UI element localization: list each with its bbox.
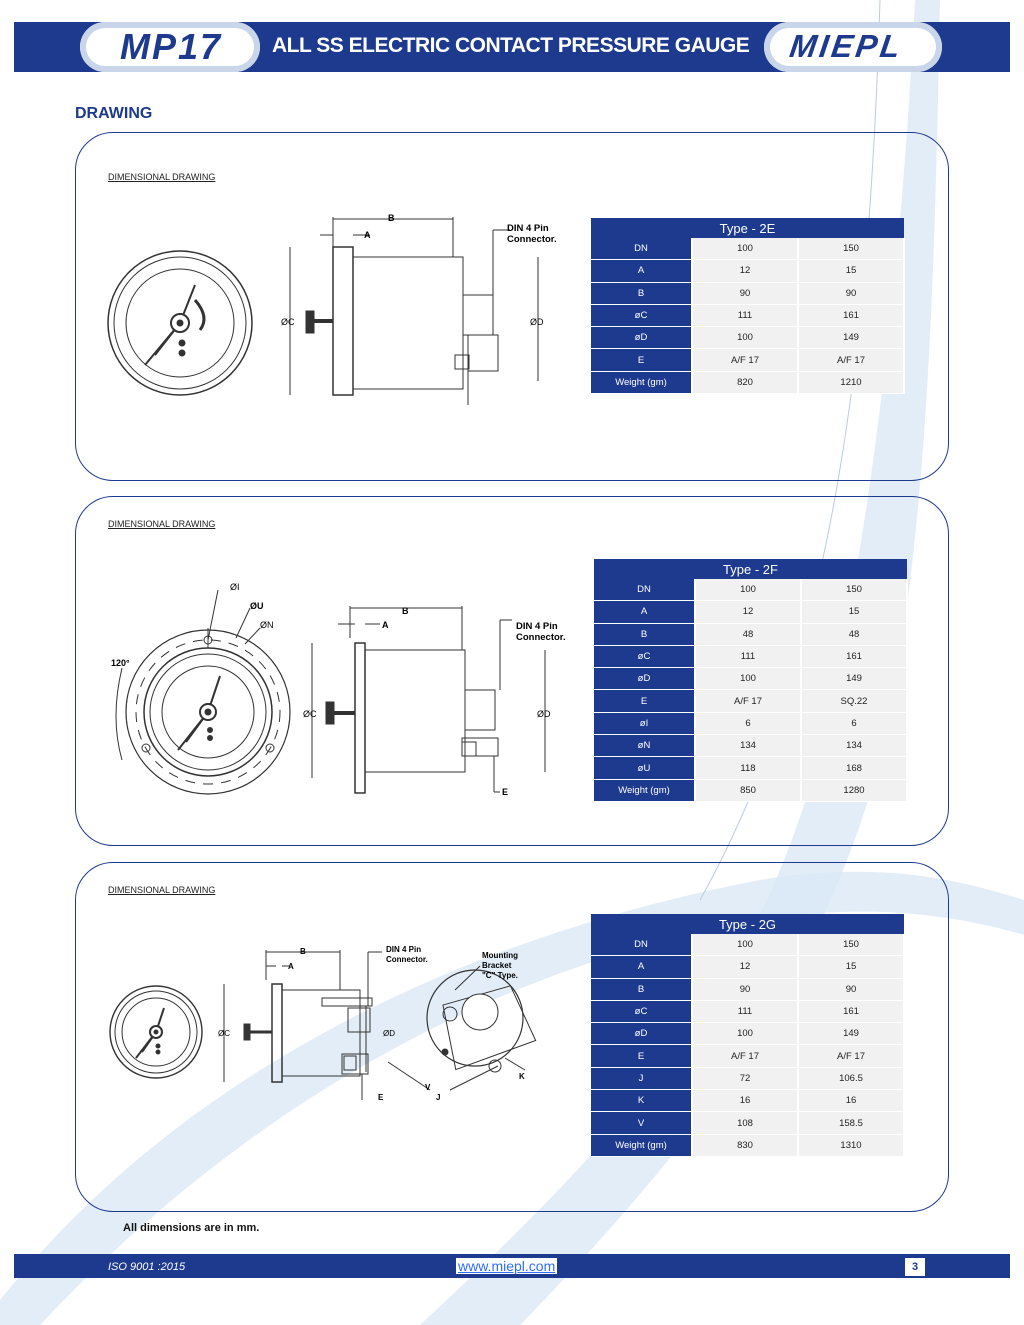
drawing-panel-2f <box>75 496 949 846</box>
panel-label: DIMENSIONAL DRAWING <box>108 519 216 529</box>
callout-u: ØU <box>250 601 264 611</box>
callout-c: ØC <box>281 317 295 327</box>
callout-c: ØC <box>303 709 317 719</box>
connector-label-2: Connector. <box>386 955 428 964</box>
connector-label-1: DIN 4 Pin <box>507 223 549 234</box>
bracket-label-1: Mounting <box>482 951 518 960</box>
callout-d: ØD <box>530 317 544 327</box>
page-number: 3 <box>905 1258 925 1276</box>
callout-d: ØD <box>383 1029 395 1038</box>
gauge-side-view-flanged <box>311 606 546 794</box>
callout-e: E <box>378 1093 384 1102</box>
gauge-side-view-bracket <box>223 950 382 1100</box>
gauge-front-view <box>107 250 253 396</box>
panel-label: DIMENSIONAL DRAWING <box>108 172 216 182</box>
drawing-panel-2e <box>75 132 949 481</box>
callout-d: ØD <box>537 709 551 719</box>
connector-label-1: DIN 4 Pin <box>516 621 558 632</box>
gauge-side-view <box>289 217 539 405</box>
panel-label: DIMENSIONAL DRAWING <box>108 885 216 895</box>
callout-e: E <box>502 787 508 797</box>
callout-b: B <box>402 606 409 616</box>
connector-label-1: DIN 4 Pin <box>386 945 421 954</box>
callout-b: B <box>300 947 306 956</box>
bracket-label-2: Bracket <box>482 961 512 970</box>
website-link[interactable]: www.miepl.com <box>456 1258 558 1274</box>
callout-n: ØN <box>260 620 274 630</box>
page-title: ALL SS ELECTRIC CONTACT PRESSURE GAUGE <box>272 34 750 57</box>
gauge-front-view-flanged <box>115 589 291 795</box>
table-title: Type - 2E <box>591 218 904 238</box>
model-code: MP17 <box>120 26 223 67</box>
mounting-bracket-view <box>387 965 537 1091</box>
iso-certification: ISO 9001 :2015 <box>108 1261 186 1273</box>
callout-v: V <box>425 1083 431 1092</box>
callout-c: ØC <box>218 1029 230 1038</box>
company-logo: MIEPL <box>787 28 906 64</box>
logo-badge <box>764 22 942 72</box>
callout-a: A <box>382 620 389 630</box>
connector-label-2: Connector. <box>507 234 557 245</box>
drawing-panel-2g <box>75 862 949 1212</box>
callout-i: ØI <box>230 582 240 592</box>
dimensional-drawing-2e: B A ØC ØD DIN 4 Pin Connector. <box>107 213 557 405</box>
dimensional-drawing-2g: B A ØC ØD E J K V DIN 4 Pin Connector. M… <box>109 945 537 1102</box>
table-title: Type - 2F <box>594 559 907 579</box>
connector-label-2: Connector. <box>516 632 566 643</box>
model-badge <box>80 22 260 72</box>
table-title: Type - 2G <box>591 914 904 934</box>
callout-b: B <box>388 213 395 223</box>
units-note: All dimensions are in mm. <box>123 1222 260 1234</box>
section-title: DRAWING <box>75 105 153 122</box>
callout-angle: 120° <box>111 658 130 668</box>
callout-a: A <box>364 230 371 240</box>
callout-j: J <box>436 1093 440 1102</box>
gauge-front-view <box>109 985 203 1079</box>
bracket-label-3: "C" Type. <box>482 971 518 980</box>
dimensional-drawing-2f: ØI ØU ØN 120° B A ØC ØD E DIN 4 Pin Conn… <box>111 582 566 797</box>
callout-k: K <box>519 1072 525 1081</box>
callout-a: A <box>288 962 294 971</box>
